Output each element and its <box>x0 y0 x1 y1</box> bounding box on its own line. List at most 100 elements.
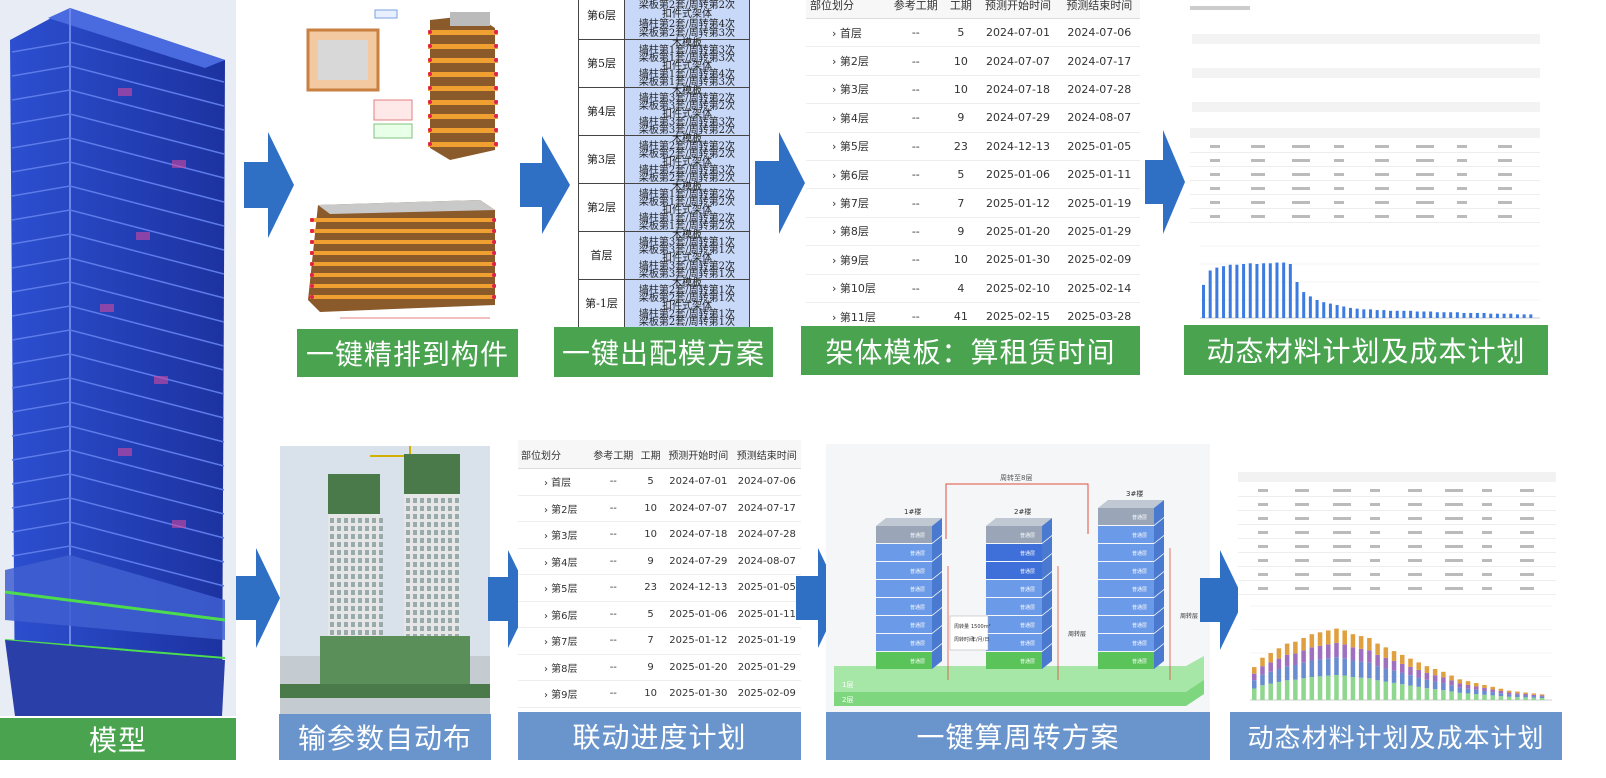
chart-bar <box>1295 282 1299 318</box>
chart-bar <box>1383 647 1389 658</box>
chart-bar <box>1301 637 1306 651</box>
row-value-cell: 9 <box>637 654 665 681</box>
chart-bar <box>1506 694 1512 697</box>
row-value-cell: 2025-02-15 <box>977 302 1059 328</box>
cell-placeholder <box>1295 573 1310 576</box>
floor-tag: 普通层 <box>1132 604 1147 611</box>
row-value-cell: 2024-07-17 <box>732 495 801 522</box>
row-value-cell: 23 <box>944 132 978 161</box>
formwork-drawing <box>306 9 498 319</box>
cell-placeholder <box>1407 545 1422 548</box>
chart-bar <box>1441 690 1446 700</box>
chart-bar <box>1498 696 1504 700</box>
chart-bar <box>1383 668 1389 682</box>
chart-bar <box>1252 680 1257 689</box>
chart-bar <box>1358 661 1364 678</box>
row-value-cell: 2025-02-10 <box>977 274 1059 303</box>
row-value-cell: -- <box>887 217 945 247</box>
chart-bar <box>1441 671 1446 678</box>
chart-bar <box>1424 666 1430 673</box>
table-row <box>1190 208 1540 209</box>
cell-placeholder <box>1445 545 1464 548</box>
chart-bar <box>1301 650 1306 663</box>
chart-bar <box>1424 679 1430 689</box>
cell-placeholder <box>1258 559 1268 562</box>
row-floor-cell: › 第6层 <box>518 601 590 628</box>
row-value-cell: 9 <box>944 217 978 247</box>
chart-bar <box>1301 662 1306 679</box>
chart-bar <box>1482 694 1487 700</box>
cell-placeholder <box>1251 173 1266 176</box>
row-value-cell: 2025-03-28 <box>1058 302 1140 328</box>
floor-tag: 普通层 <box>910 658 925 665</box>
arrow-right-icon <box>1145 130 1185 234</box>
config-floor: 第-1层 <box>578 278 625 328</box>
material-table-bottom <box>1238 458 1556 595</box>
floor-tag: 普通层 <box>1132 514 1147 521</box>
cell-placeholder <box>1292 145 1311 148</box>
row-floor-cell: › 首层 <box>806 18 888 48</box>
row-value-cell: 2024-12-13 <box>664 574 733 602</box>
cell-placeholder <box>1415 173 1434 176</box>
chart-bar <box>1400 684 1405 700</box>
chart-bar <box>1293 653 1298 666</box>
cell-placeholder <box>1295 489 1310 492</box>
cell-placeholder <box>1251 215 1266 218</box>
row-value-cell: 2024-07-06 <box>732 468 801 496</box>
chart-bar <box>1515 314 1519 318</box>
row-value-cell: 2025-02-09 <box>732 680 801 708</box>
floor-tag: 普通层 <box>1020 532 1035 539</box>
cell-placeholder <box>1332 531 1351 534</box>
chart-bar <box>1262 263 1266 318</box>
chart-bar <box>1276 681 1282 700</box>
cell-placeholder <box>1498 187 1513 190</box>
row-value-cell: -- <box>887 18 945 48</box>
chart-bar <box>1252 667 1257 674</box>
label-dynamic-plan-bottom: 动态材料计划及成本计划 <box>1230 712 1562 760</box>
row-value-cell: 10 <box>637 680 665 708</box>
row-value-cell: -- <box>589 468 638 496</box>
cell-placeholder <box>1332 587 1351 590</box>
row-value-cell: 2024-07-29 <box>664 548 733 575</box>
chart-bar <box>1409 310 1413 318</box>
row-value-cell: -- <box>589 574 638 602</box>
chart-bar <box>1268 683 1273 700</box>
cell-placeholder <box>1519 517 1534 520</box>
row-value-cell: 2025-02-14 <box>732 707 801 712</box>
cell-placeholder <box>1258 503 1268 506</box>
row-floor-cell: › 第10层 <box>806 274 888 303</box>
chart-bar <box>1309 634 1315 648</box>
chart-bar <box>1465 681 1471 685</box>
panel-turnover-plan: 1层 2层 1#楼普通层普通层普通层普通层普通层普通层普通层普通层周转层2#楼普… <box>826 444 1210 714</box>
row-value-cell: -- <box>887 75 945 105</box>
cell-placeholder <box>1457 201 1468 204</box>
cell-placeholder <box>1498 145 1513 148</box>
row-floor-cell: › 第9层 <box>806 245 888 275</box>
row-value-cell: 7 <box>637 627 665 655</box>
row-value-cell: 2025-01-19 <box>1058 188 1140 218</box>
cell-placeholder <box>1482 517 1493 520</box>
